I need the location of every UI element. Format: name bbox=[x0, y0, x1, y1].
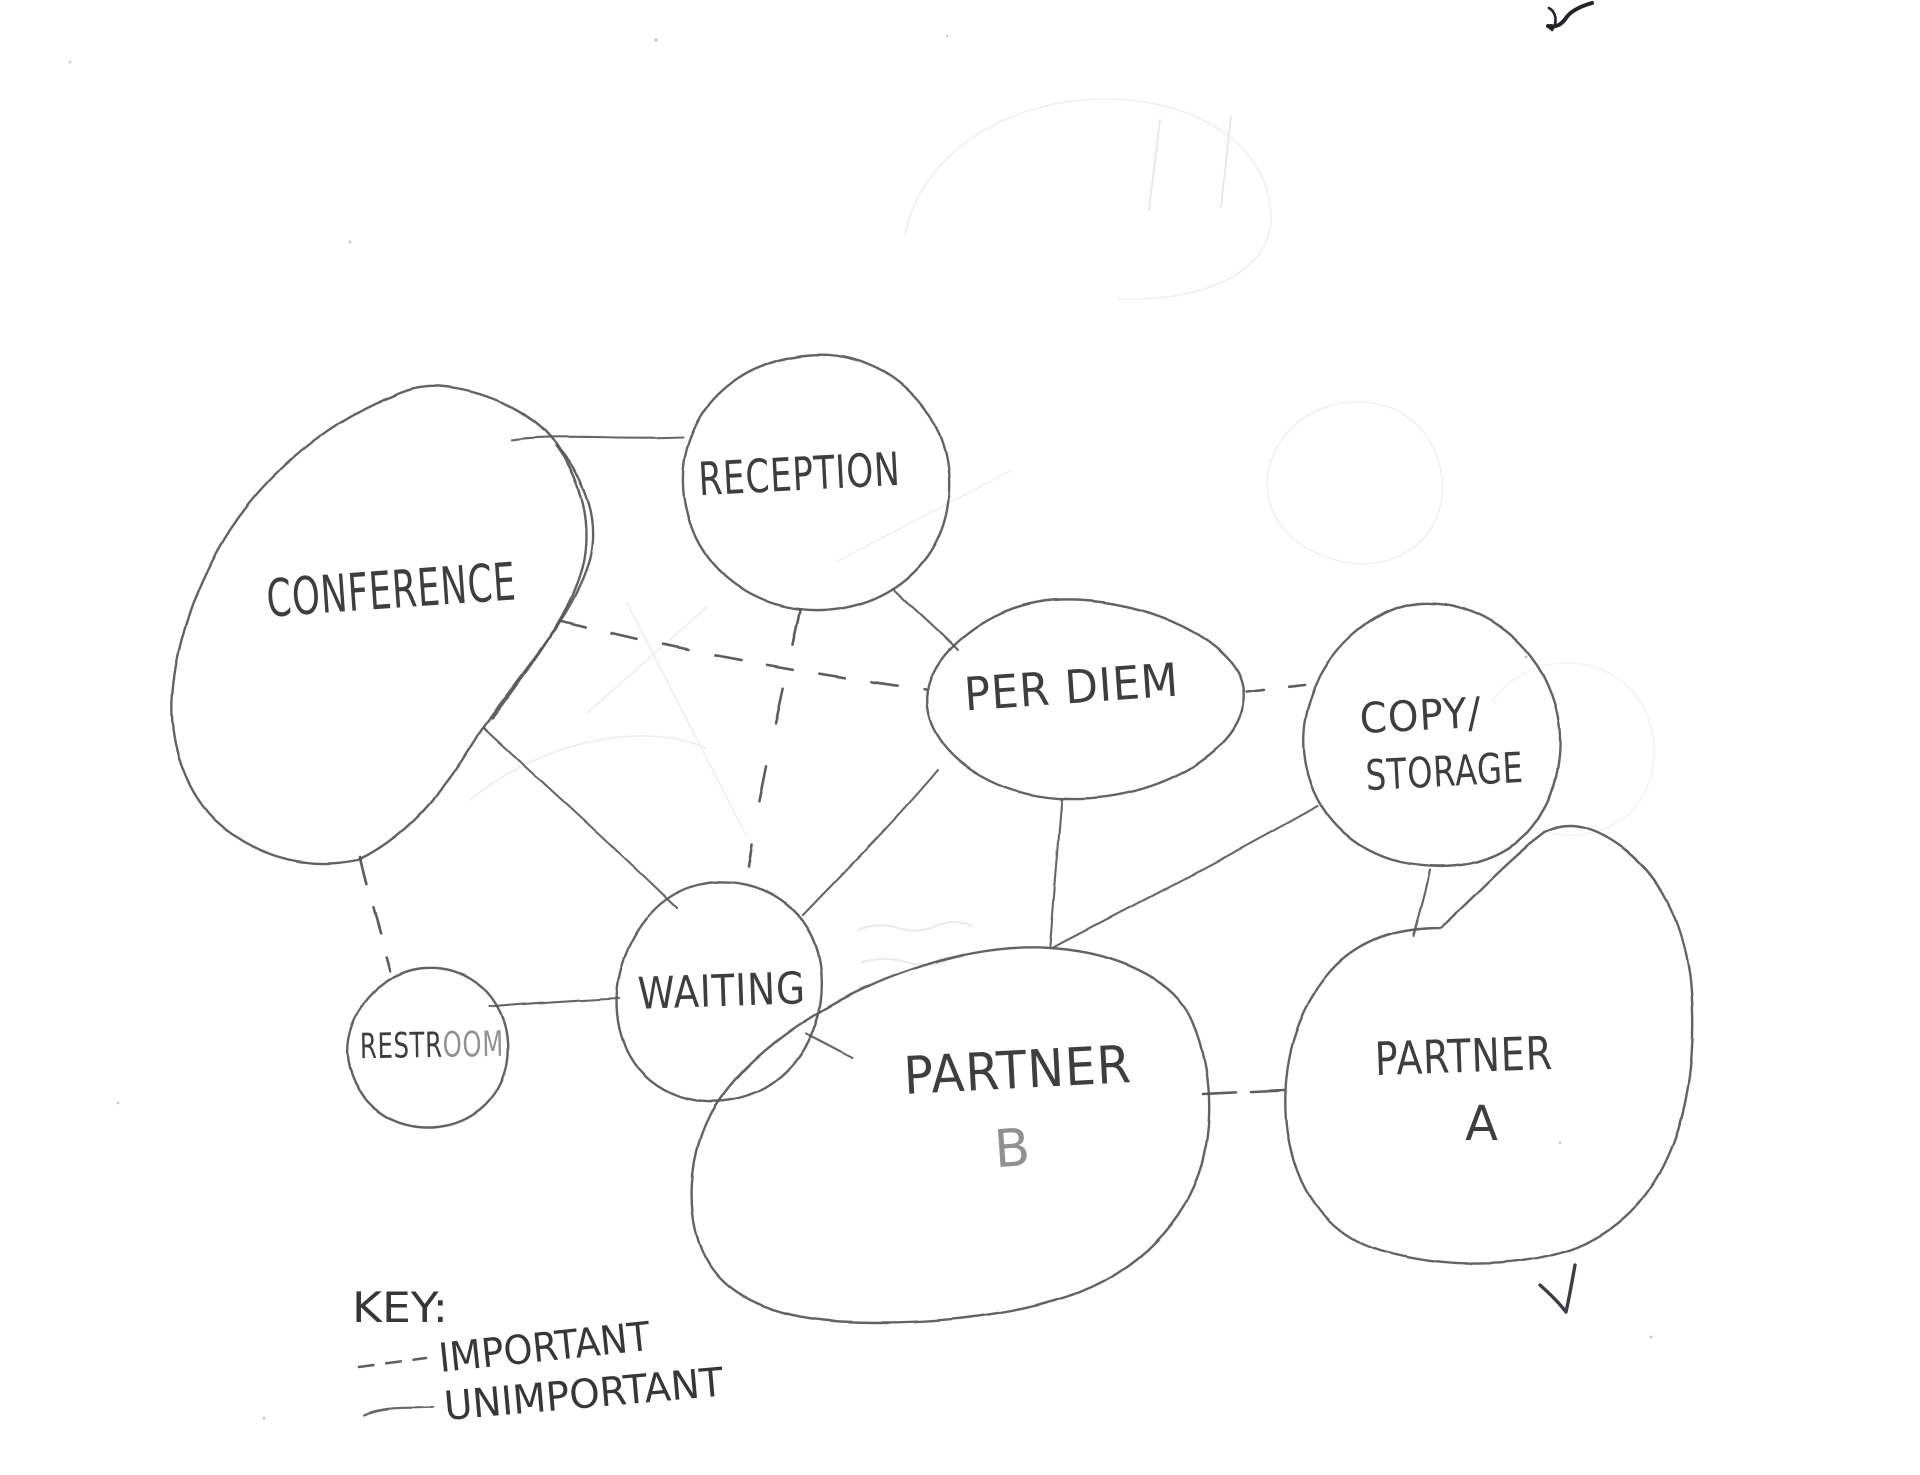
room-copystorage-bubble bbox=[1302, 601, 1562, 868]
edge-copystorage-partnera bbox=[1411, 868, 1432, 938]
erased-bubble-top bbox=[904, 98, 1272, 300]
room-bubbles bbox=[170, 353, 1694, 1325]
room-restroom-bubble bbox=[345, 966, 510, 1129]
room-partnera-bubble bbox=[1284, 824, 1694, 1266]
paper-speckles bbox=[68, 34, 1653, 1420]
stray-marks bbox=[1538, 1, 1594, 1314]
erased-scratch bbox=[835, 469, 1013, 563]
erased-writing bbox=[861, 958, 947, 966]
edge-conference-restroom bbox=[358, 855, 393, 973]
edge-conference-reception bbox=[510, 435, 685, 442]
room-conference-bubble-overstroke bbox=[490, 444, 588, 720]
room-conference-bubble bbox=[170, 384, 595, 865]
erased-stroke bbox=[1220, 115, 1232, 208]
erased-pencil-marks bbox=[469, 98, 1656, 966]
room-waiting-label: WAITING bbox=[637, 963, 807, 1020]
room-reception-label: RECEPTION bbox=[697, 442, 902, 506]
edge-perdiem-copystorage bbox=[1245, 683, 1307, 694]
erased-writing bbox=[857, 921, 973, 932]
edge-partnerb-partnera bbox=[1201, 1088, 1286, 1096]
erased-bubble-right bbox=[1266, 401, 1444, 565]
erased-arc-above-waiting bbox=[469, 735, 707, 801]
erased-scratch bbox=[586, 606, 708, 714]
edge-reception-waiting bbox=[746, 608, 802, 868]
legend-dashed-sample bbox=[356, 1356, 428, 1369]
legend-title: KEY: bbox=[352, 1283, 448, 1332]
legend-solid-sample bbox=[363, 1405, 435, 1417]
edge-restroom-waiting bbox=[488, 996, 621, 1009]
erased-stroke bbox=[1148, 119, 1161, 211]
room-restroom-label: RESTROOM bbox=[360, 1025, 505, 1068]
room-copystorage-label-line2: STORAGE bbox=[1364, 743, 1524, 800]
room-perdiem-label: PER DIEM bbox=[962, 653, 1180, 722]
room-partnerb-label-line1: PARTNER bbox=[902, 1035, 1133, 1107]
room-partnera-label-line2: A bbox=[1465, 1096, 1499, 1152]
room-waiting-bubble bbox=[615, 880, 823, 1103]
edge-reception-perdiem bbox=[891, 586, 960, 652]
room-reception-bubble bbox=[681, 353, 951, 612]
ink-squiggle bbox=[1546, 1, 1594, 32]
room-labels: CONFERENCE RECEPTION PER DIEM COPY/ STOR… bbox=[265, 442, 1554, 1180]
edges bbox=[358, 435, 1432, 1096]
room-partnera-label-line1: PARTNER bbox=[1374, 1026, 1554, 1086]
edge-conference-waiting bbox=[481, 725, 679, 910]
room-partnerb-bubble bbox=[690, 946, 1211, 1325]
room-conference-label: CONFERENCE bbox=[265, 552, 519, 629]
checkmark bbox=[1538, 1263, 1577, 1314]
edge-perdiem-partnerb bbox=[1048, 796, 1064, 948]
erased-scratch bbox=[626, 602, 748, 838]
edge-conference-perdiem bbox=[558, 618, 928, 692]
room-restroom-label-dark: RESTR bbox=[360, 1026, 443, 1067]
legend: KEY: IMPORTANT UNIMPORTANT bbox=[352, 1283, 726, 1430]
edge-copystorage-partnerb bbox=[1050, 804, 1320, 950]
edge-perdiem-waiting bbox=[801, 768, 940, 917]
edge-waiting-partnerb bbox=[804, 1032, 854, 1060]
room-perdiem-bubble bbox=[925, 598, 1246, 800]
room-partnerb-label-line2: B bbox=[992, 1118, 1033, 1180]
room-restroom-label-light: OOM bbox=[442, 1025, 504, 1066]
room-copystorage-label-line1: COPY/ bbox=[1358, 688, 1482, 743]
